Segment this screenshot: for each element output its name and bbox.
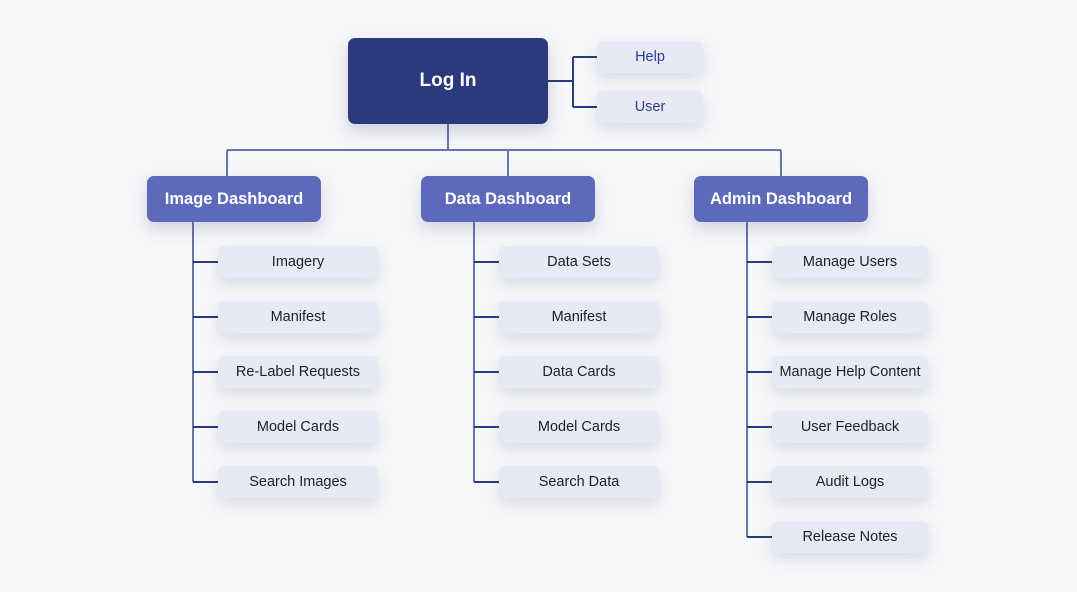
- node-user[interactable]: User: [597, 91, 703, 123]
- node-image-model-cards[interactable]: Model Cards: [218, 411, 378, 443]
- node-release-notes[interactable]: Release Notes: [772, 521, 928, 553]
- node-manage-users[interactable]: Manage Users: [772, 246, 928, 278]
- node-admin-dashboard[interactable]: Admin Dashboard: [694, 176, 868, 222]
- node-manage-help-content[interactable]: Manage Help Content: [772, 356, 928, 388]
- node-search-data[interactable]: Search Data: [499, 466, 659, 498]
- node-help[interactable]: Help: [597, 41, 703, 73]
- node-log-in[interactable]: Log In: [348, 38, 548, 124]
- node-audit-logs[interactable]: Audit Logs: [772, 466, 928, 498]
- node-search-images[interactable]: Search Images: [218, 466, 378, 498]
- node-data-cards[interactable]: Data Cards: [499, 356, 659, 388]
- node-data-model-cards[interactable]: Model Cards: [499, 411, 659, 443]
- node-image-manifest[interactable]: Manifest: [218, 301, 378, 333]
- node-manage-roles[interactable]: Manage Roles: [772, 301, 928, 333]
- node-re-label-requests[interactable]: Re-Label Requests: [218, 356, 378, 388]
- node-data-sets[interactable]: Data Sets: [499, 246, 659, 278]
- node-data-dashboard[interactable]: Data Dashboard: [421, 176, 595, 222]
- node-imagery[interactable]: Imagery: [218, 246, 378, 278]
- node-image-dashboard[interactable]: Image Dashboard: [147, 176, 321, 222]
- node-data-manifest[interactable]: Manifest: [499, 301, 659, 333]
- node-user-feedback[interactable]: User Feedback: [772, 411, 928, 443]
